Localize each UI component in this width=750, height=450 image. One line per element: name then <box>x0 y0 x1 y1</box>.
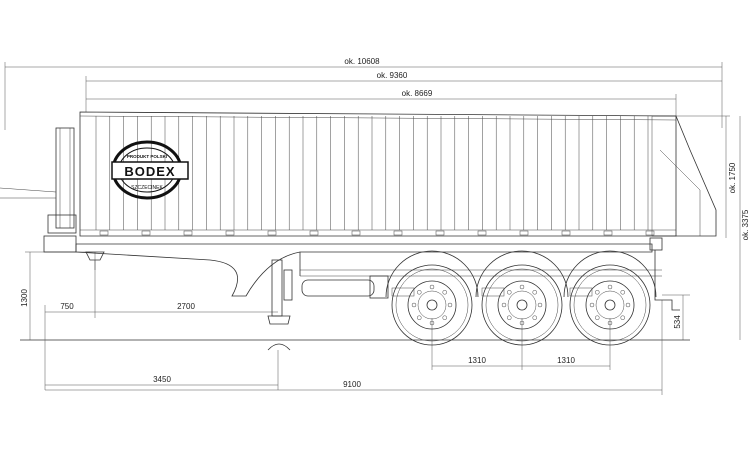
dimension-front-offset: 750 <box>44 252 96 390</box>
landing-leg <box>267 259 293 351</box>
air-tank <box>301 275 389 299</box>
axle-spacing-2-label: 1310 <box>557 356 575 365</box>
body-ribs <box>95 116 655 236</box>
axle-spacing-1-label: 1310 <box>468 356 486 365</box>
dimension-total-height: ok. 3375 <box>739 116 750 340</box>
rear-height-label: 534 <box>673 315 682 329</box>
body-length-label: ok. 9360 <box>377 71 408 80</box>
chassis-length-label: 9100 <box>343 380 361 389</box>
logo-name: BODEX <box>124 164 175 179</box>
wheel <box>563 250 657 346</box>
kingpin-to-support-label: 3450 <box>153 375 171 384</box>
dimension-chassis-length: 9100 <box>45 300 663 395</box>
wheel <box>475 250 569 346</box>
dimension-rear-height: 534 <box>662 294 690 340</box>
dimension-kingpin-to-leg: 2700 <box>95 302 278 313</box>
dimension-box-height: ok. 1750 <box>676 115 737 238</box>
dimension-box-length: ok. 8669 <box>86 89 677 116</box>
bodex-logo: BODEX PRODUKT POLSKI SZCZECINEK <box>111 140 189 200</box>
chassis-frame <box>43 235 662 297</box>
dimension-kingpin-to-support: 3450 <box>45 350 279 390</box>
overall-length-label: ok. 10608 <box>344 57 380 66</box>
rear-bumper <box>649 237 680 311</box>
dimension-overall-length: ok. 10608 <box>4 57 723 130</box>
wheel <box>385 250 479 346</box>
box-length-label: ok. 8669 <box>402 89 433 98</box>
fifth-wheel-height-label: 1300 <box>20 289 29 307</box>
dimension-body-length: ok. 9360 <box>85 71 722 112</box>
tipper-body <box>79 111 717 237</box>
total-height-label: ok. 3375 <box>741 209 750 240</box>
front-offset-label: 750 <box>60 302 74 311</box>
logo-arc-top: PRODUKT POLSKI <box>127 154 167 159</box>
dimension-fifth-wheel-height: 1300 <box>20 251 90 340</box>
hydraulic-cylinder <box>0 127 77 234</box>
box-height-label: ok. 1750 <box>728 162 737 193</box>
kingpin-to-leg-label: 2700 <box>177 302 195 311</box>
axle-group <box>385 250 657 346</box>
logo-arc-bottom: SZCZECINEK <box>131 185 163 191</box>
dimension-axle-spacing: 1310 1310 <box>431 318 611 370</box>
